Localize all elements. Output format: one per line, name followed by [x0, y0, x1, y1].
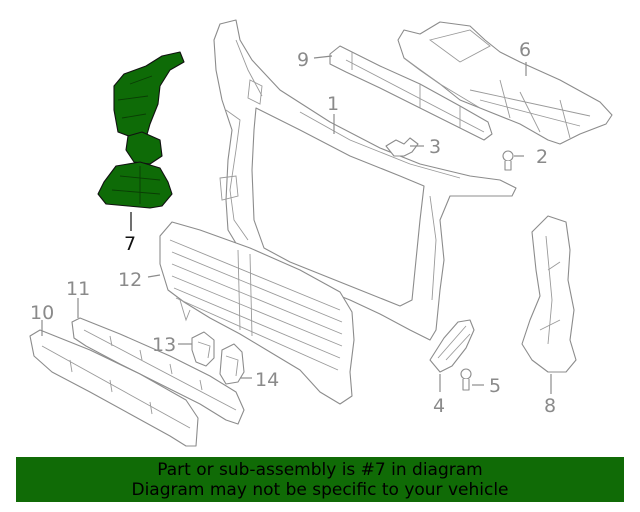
callout-2: 2	[536, 146, 548, 168]
parts-diagram: 1 2 3 4 5 6 7 8 9 10 11 12 13 14	[29, 19, 613, 447]
callout-8: 8	[544, 395, 556, 417]
part-6-upper-cover[interactable]	[397, 21, 613, 145]
callout-10: 10	[30, 302, 54, 324]
banner-line-1: Part or sub-assembly is #7 in diagram	[157, 460, 483, 480]
part-5-bolt[interactable]	[460, 368, 472, 391]
part-8-side-duct[interactable]	[521, 215, 577, 373]
part-4-side-bracket[interactable]	[429, 319, 475, 373]
callout-3: 3	[429, 136, 441, 158]
part-1-radiator-support[interactable]	[213, 19, 517, 341]
callout-12: 12	[118, 269, 142, 291]
part-14-bracket[interactable]	[219, 343, 245, 385]
callout-11: 11	[66, 278, 90, 300]
part-3-push-clip[interactable]	[385, 137, 419, 157]
leader-lines	[41, 55, 552, 394]
banner-line-2: Diagram may not be specific to your vehi…	[131, 480, 509, 500]
callout-14: 14	[255, 369, 279, 391]
part-9-strip-bracket[interactable]	[329, 45, 493, 141]
callout-6: 6	[519, 39, 531, 61]
info-banner: Part or sub-assembly is #7 in diagram Di…	[16, 457, 624, 502]
callout-5: 5	[489, 375, 501, 397]
part-2-bolt[interactable]	[502, 150, 514, 171]
callout-9: 9	[297, 49, 309, 71]
callout-4: 4	[433, 395, 445, 417]
part-11-trim-strip[interactable]	[71, 317, 245, 425]
part-10-lower-beam[interactable]	[29, 329, 199, 447]
callout-1: 1	[327, 93, 339, 115]
part-12-shutter-grille[interactable]	[159, 221, 355, 405]
part-7-air-guide[interactable]	[97, 51, 185, 209]
callout-13: 13	[152, 334, 176, 356]
callouts: 1 2 3 4 5 6 7 8 9 10 11 12 13 14	[30, 39, 556, 417]
part-13-small-bracket[interactable]	[191, 331, 215, 367]
callout-7: 7	[124, 233, 136, 255]
